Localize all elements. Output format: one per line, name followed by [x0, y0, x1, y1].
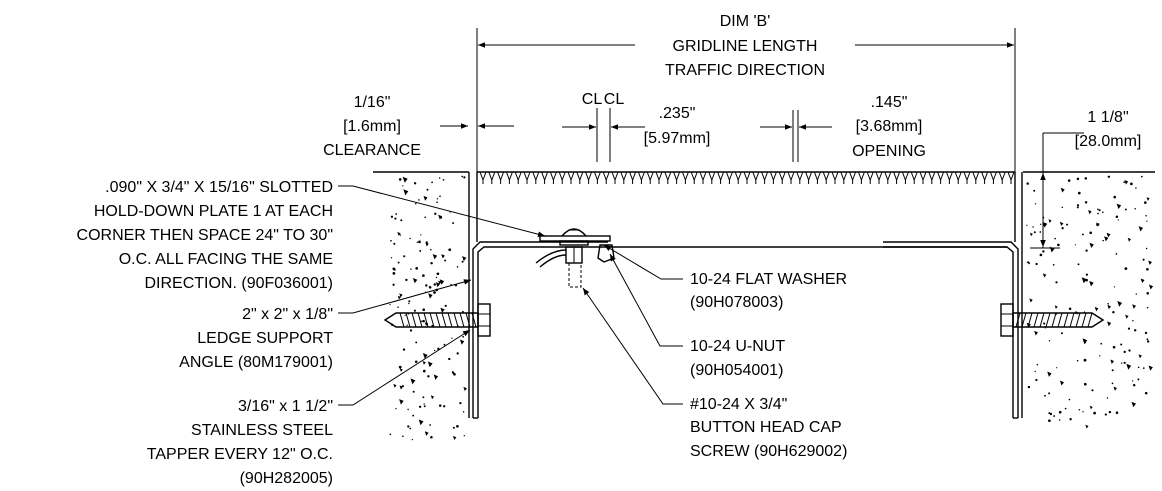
hold-down-assembly — [535, 228, 615, 288]
u-nut-line-2: (90H054001) — [690, 362, 783, 379]
opening-metric: [3.68mm] — [856, 118, 923, 135]
callout-flat-washer: 10-24 FLAT WASHER (90H078003) — [603, 244, 847, 311]
cap-screw-line-2: BUTTON HEAD CAP — [690, 419, 842, 436]
opening-label: OPENING — [852, 143, 926, 160]
ledge-support-angle-left — [472, 241, 608, 419]
ledge-angle-line-2: LEDGE SUPPORT — [197, 330, 333, 347]
opening-value: .145" — [871, 94, 908, 111]
bar-width-metric: [5.97mm] — [644, 130, 711, 147]
cap-screw-line-1: #10-24 X 3/4" — [690, 396, 787, 413]
flat-washer-line-2: (90H078003) — [690, 294, 783, 311]
concrete-right — [1026, 175, 1154, 429]
tapper-line-4: (90H282005) — [240, 470, 333, 487]
callout-hold-down-plate: .090" X 3/4" X 15/16" SLOTTED HOLD-DOWN … — [77, 179, 546, 292]
callout-tapper: 3/16" x 1 1/2" STAINLESS STEEL TAPPER EV… — [147, 329, 471, 487]
callout-ledge-angle: 2" x 2" x 1/8" LEDGE SUPPORT ANGLE (80M1… — [179, 279, 472, 371]
tapper-line-2: STAINLESS STEEL — [191, 422, 333, 439]
bar-width-value: .235" — [659, 105, 696, 122]
hold-down-plate-line-1: .090" X 3/4" X 15/16" SLOTTED — [105, 179, 333, 196]
cap-screw-line-3: SCREW (90H629002) — [690, 443, 847, 460]
clearance-metric: [1.6mm] — [343, 118, 401, 135]
centerline-symbol-2: CL — [604, 91, 625, 108]
flat-washer-line-1: 10-24 FLAT WASHER — [690, 271, 847, 288]
callout-u-nut: 10-24 U-NUT (90H054001) — [609, 253, 785, 379]
hold-down-plate-line-5: DIRECTION. (90F036001) — [144, 275, 333, 292]
hold-down-plate-line-3: CORNER THEN SPACE 24" TO 30" — [77, 227, 333, 244]
tapper-anchor-left — [383, 303, 491, 337]
clearance-value: 1/16" — [354, 94, 391, 111]
centerline-symbol-1: CL — [582, 91, 603, 108]
callout-cap-screw: #10-24 X 3/4" BUTTON HEAD CAP SCREW (90H… — [582, 287, 847, 460]
concrete-left — [389, 175, 467, 441]
dim-b-label: DIM 'B' — [720, 13, 771, 30]
grating-bars — [479, 171, 1015, 184]
dim-b-traffic-label: TRAFFIC DIRECTION — [665, 62, 825, 79]
ledge-angle-line-3: ANGLE (80M179001) — [179, 354, 333, 371]
u-nut-line-1: 10-24 U-NUT — [690, 338, 785, 355]
depth-metric: [28.0mm] — [1075, 133, 1142, 150]
tapper-line-3: TAPPER EVERY 12" O.C. — [147, 446, 333, 463]
ledge-angle-line-1: 2" x 2" x 1/8" — [242, 306, 333, 323]
dim-b-gridline-label: GRIDLINE LENGTH — [673, 38, 818, 55]
tapper-anchor-right — [1000, 303, 1105, 337]
hold-down-plate-line-2: HOLD-DOWN PLATE 1 AT EACH — [94, 203, 333, 220]
tapper-line-1: 3/16" x 1 1/2" — [238, 398, 333, 415]
ledge-support-angle-right — [608, 241, 1019, 419]
depth-value: 1 1/8" — [1087, 109, 1128, 126]
clearance-label: CLEARANCE — [323, 142, 421, 159]
hold-down-plate-line-4: O.C. ALL FACING THE SAME — [119, 251, 333, 268]
